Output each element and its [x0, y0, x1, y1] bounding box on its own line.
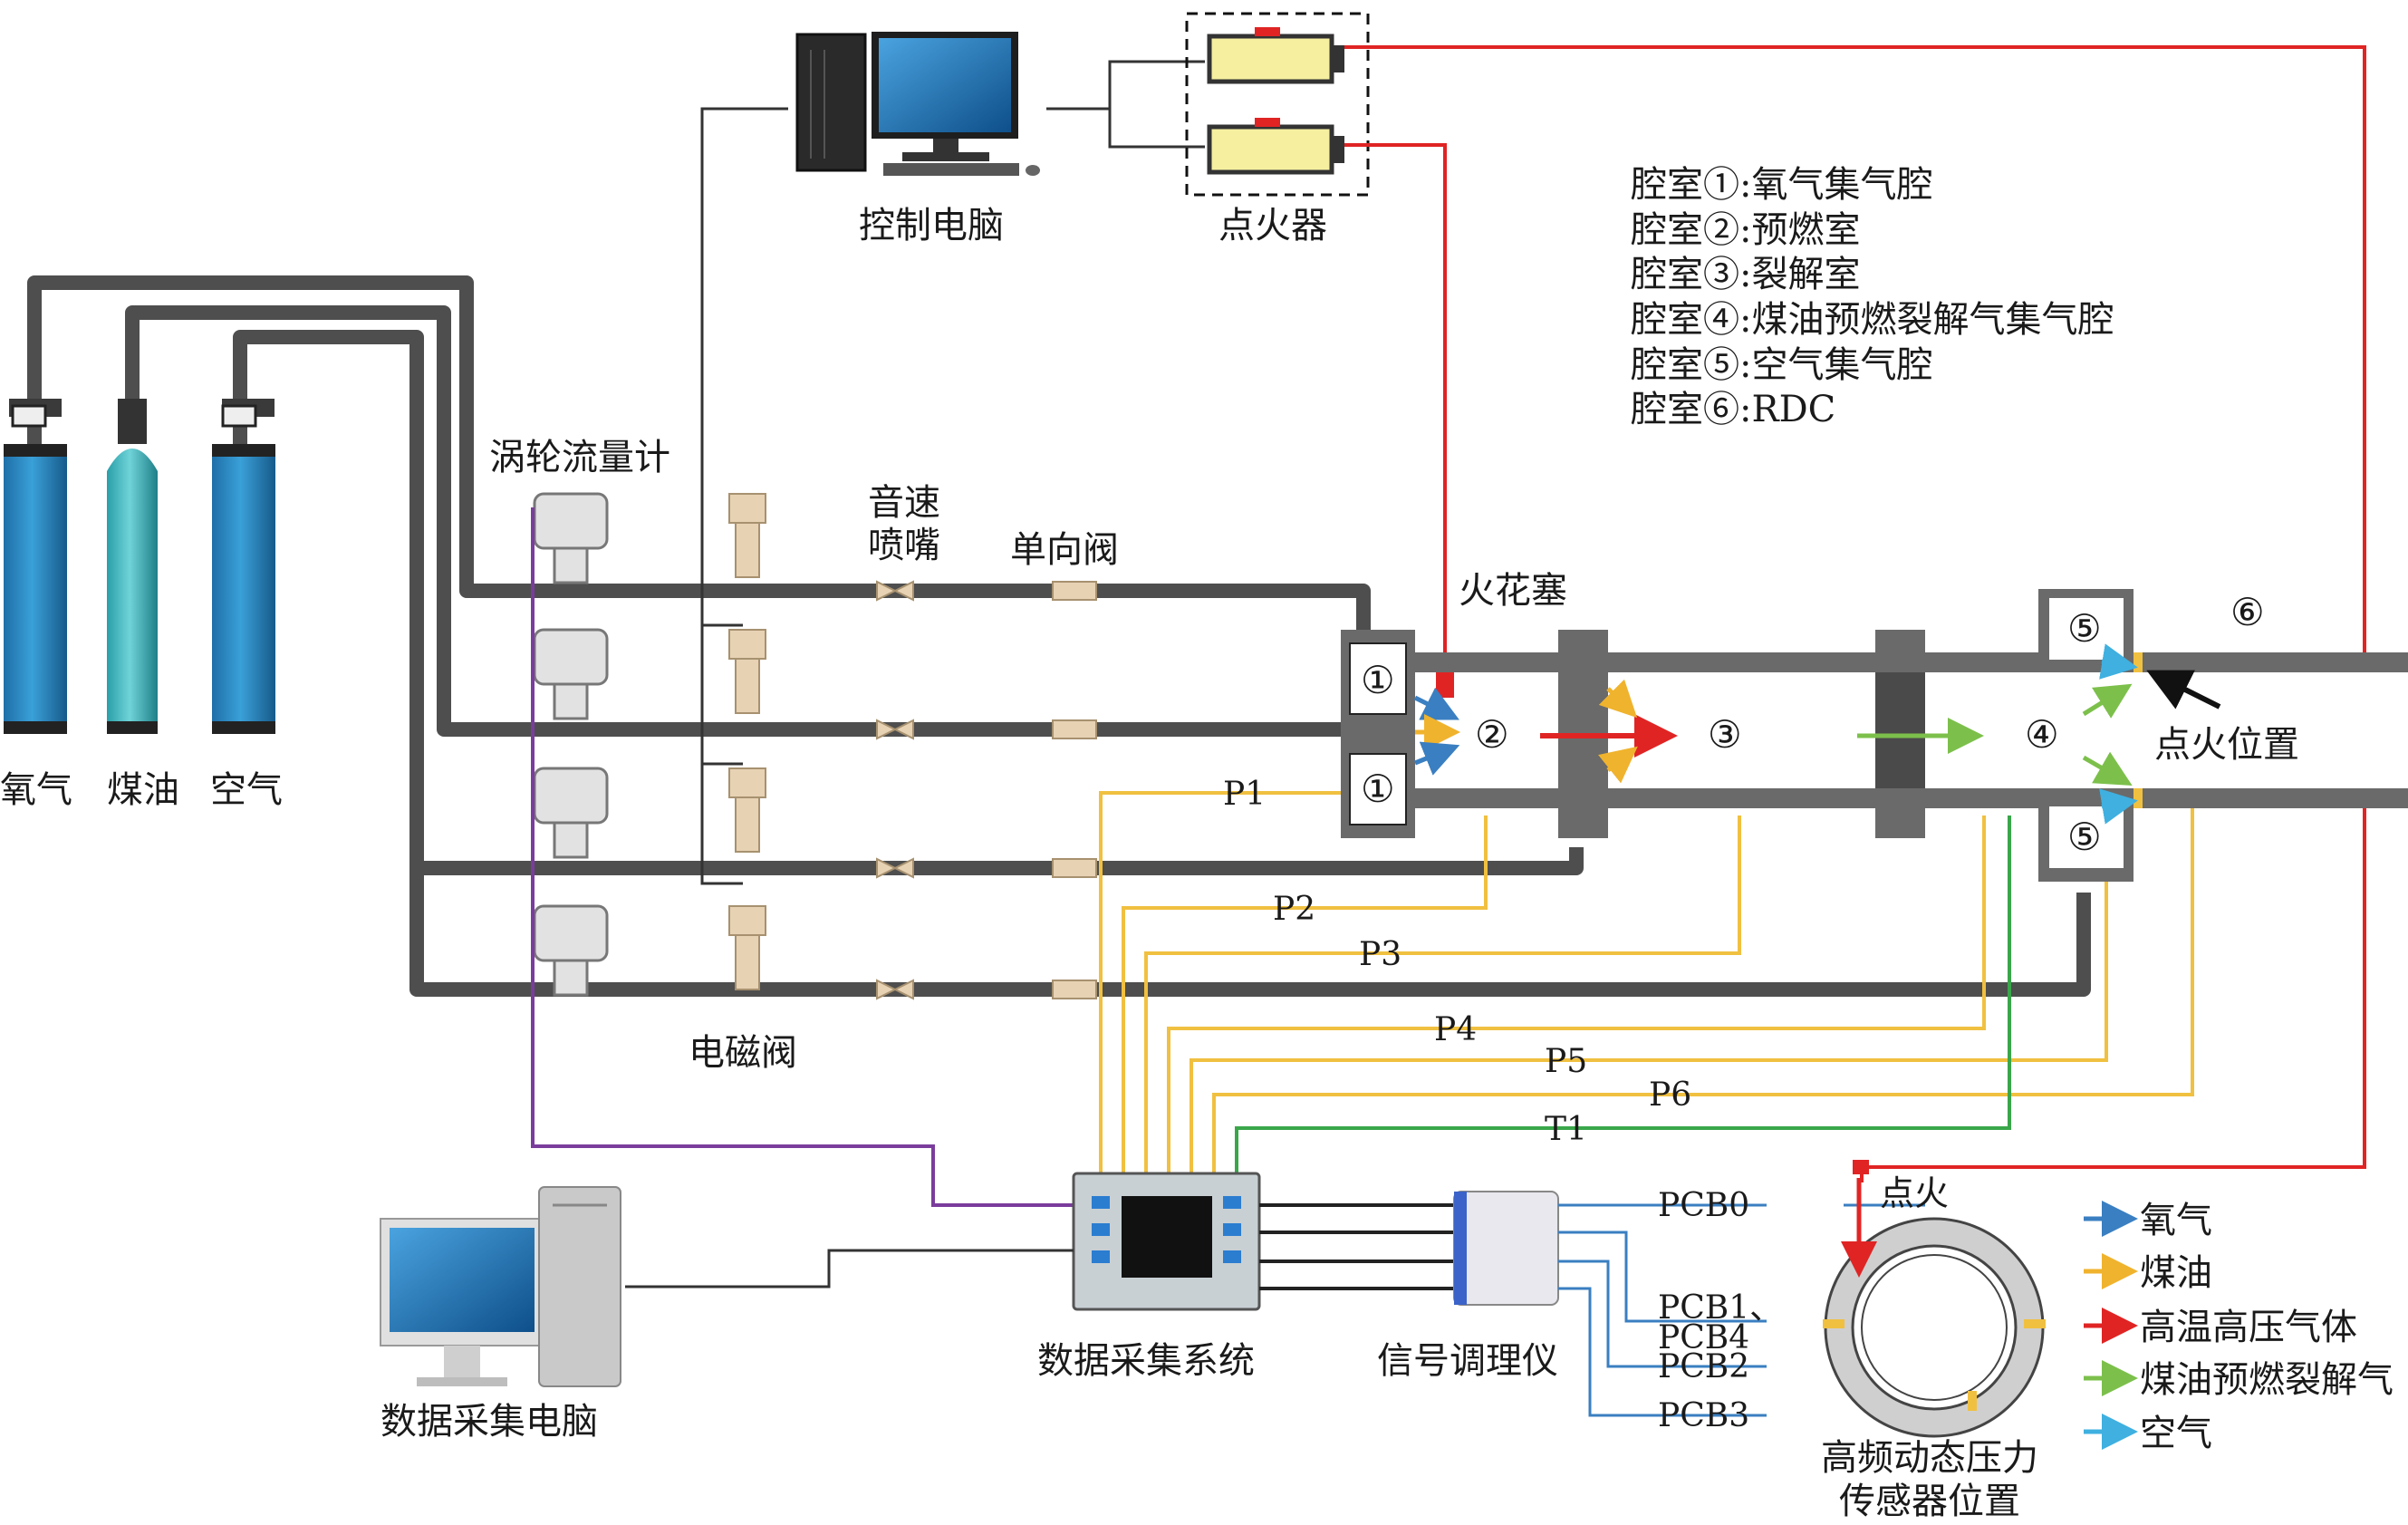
chamber-legend-item: 腔室②:预燃室: [1631, 209, 1860, 251]
oxygen-supply-pipe: [27, 275, 1371, 634]
turbine-flowmeters: [533, 492, 609, 997]
chamber-2-mark: ②: [1475, 712, 1509, 757]
solenoid-valves: [728, 493, 766, 990]
spark-plug: [1436, 672, 1454, 698]
signal-line-labels: P1 P2 P3 P4 P5 P6 T1: [1223, 776, 1691, 1148]
kerosene-supply-pipe: [125, 305, 1350, 737]
control-pc-label: 控制电脑: [859, 205, 1004, 246]
control-wires: [700, 60, 1205, 885]
legend-kerosene-label: 煤油: [2140, 1252, 2212, 1294]
igniter-unit-1: [1207, 27, 1344, 84]
chamber-5-mark: ⑤: [2067, 606, 2102, 651]
pcb3-label: PCB3: [1658, 1397, 1749, 1434]
sonic-nozzle-label-2: 喷嘴: [868, 525, 940, 566]
chamber-legend: 腔室①:氧气集气腔 腔室②:预燃室 腔室③:裂解室 腔室④:煤油预燃裂解气集气腔…: [1631, 164, 2114, 430]
daq-to-conditioner-wires: [1259, 1203, 1459, 1290]
ignition-position-label: 点火位置: [2154, 724, 2299, 766]
legend-air-label: 空气: [2140, 1413, 2212, 1454]
pcb1-label: PCB1、: [1658, 1289, 1782, 1327]
sonic-nozzles: [876, 580, 914, 1000]
chamber-3-mark: ③: [1708, 712, 1742, 757]
sonic-nozzle-label-1: 音速: [868, 482, 940, 524]
ignition-label: 点火: [1880, 1173, 1949, 1213]
daq-pc: [380, 1186, 621, 1387]
control-pc: [795, 32, 1040, 176]
legend-hot-gas-label: 高温高压气体: [2140, 1307, 2357, 1348]
check-valves: [1052, 581, 1097, 999]
chamber-5-mark: ⑤: [2067, 815, 2102, 859]
daq-to-pc-wire: [625, 1249, 1074, 1289]
chamber-4-mark: ④: [2025, 712, 2059, 757]
legend-cracked-gas-label: 煤油预燃裂解气: [2140, 1359, 2394, 1401]
igniter-label: 点火器: [1218, 205, 1327, 246]
temperature-signal-wire: [1235, 816, 2011, 1173]
pcb4-label: PCB4: [1658, 1319, 1749, 1356]
oxygen-label: 氧气: [0, 769, 72, 811]
daq-system: [1072, 1172, 1261, 1311]
signal-conditioner-label: 信号调理仪: [1377, 1340, 1558, 1382]
flow-arrows: [1413, 643, 2221, 825]
chamber-legend-item: 腔室①:氧气集气腔: [1631, 164, 1932, 206]
pcb0-label: PCB0: [1658, 1187, 1749, 1224]
pcb2-label: PCB2: [1658, 1348, 1749, 1385]
gas-pipes: [27, 275, 2091, 997]
p1-label: P1: [1223, 776, 1266, 813]
kerosene-cylinder: [107, 399, 158, 734]
chamber-marks: ① ① ② ③ ④ ⑤ ⑤ ⑥: [1361, 590, 2265, 859]
chamber-1-mark: ①: [1361, 658, 1395, 702]
daq-system-label: 数据采集系统: [1037, 1340, 1255, 1382]
p2-label: P2: [1273, 891, 1315, 928]
igniter-unit-2: [1207, 118, 1344, 175]
kerosene-label: 煤油: [107, 769, 179, 811]
chamber-6-mark: ⑥: [2230, 590, 2265, 634]
p5-label: P5: [1545, 1043, 1587, 1080]
solenoid-valve-label: 电磁阀: [689, 1032, 797, 1074]
air-label: 空气: [210, 769, 283, 811]
spark-plug-label: 火花塞: [1459, 570, 1567, 612]
pcb-labels: PCB0 PCB1、 PCB4 PCB2 PCB3: [1658, 1187, 1782, 1434]
air-supply-pipe-2: [409, 868, 2091, 997]
igniter-box: [1185, 12, 1370, 197]
t1-label: T1: [1545, 1111, 1587, 1148]
oxygen-cylinder: [4, 399, 67, 734]
chamber-legend-item: 腔室⑥:RDC: [1631, 389, 1835, 430]
p3-label: P3: [1359, 936, 1401, 973]
check-valve-label: 单向阀: [1010, 529, 1119, 571]
sensor-position-label-1: 高频动态压力: [1821, 1437, 2038, 1479]
chamber-legend-item: 腔室③:裂解室: [1631, 254, 1860, 295]
sensor-ring: [1823, 1160, 2046, 1438]
pressure-signal-wires: [1099, 791, 2194, 1173]
air-cylinder: [212, 399, 275, 734]
chamber-legend-item: 腔室④:煤油预燃裂解气集气腔: [1631, 299, 2114, 341]
sensor-position-label-2: 传感器位置: [1839, 1481, 2020, 1522]
p4-label: P4: [1434, 1011, 1477, 1048]
flowmeter-signal-wire: [531, 507, 1074, 1207]
signal-conditioner: [1453, 1191, 1559, 1306]
p6-label: P6: [1649, 1076, 1691, 1114]
legend-oxygen-label: 氧气: [2140, 1200, 2212, 1241]
chamber-1-mark: ①: [1361, 767, 1395, 811]
air-supply-pipe-1: [233, 330, 1584, 875]
daq-pc-label: 数据采集电脑: [380, 1401, 598, 1443]
flow-legend: 氧气 煤油 高温高压气体 煤油预燃裂解气 空气: [2084, 1200, 2394, 1454]
chamber-legend-item: 腔室⑤:空气集气腔: [1631, 344, 1932, 386]
turbine-flowmeter-label: 涡轮流量计: [489, 437, 670, 478]
